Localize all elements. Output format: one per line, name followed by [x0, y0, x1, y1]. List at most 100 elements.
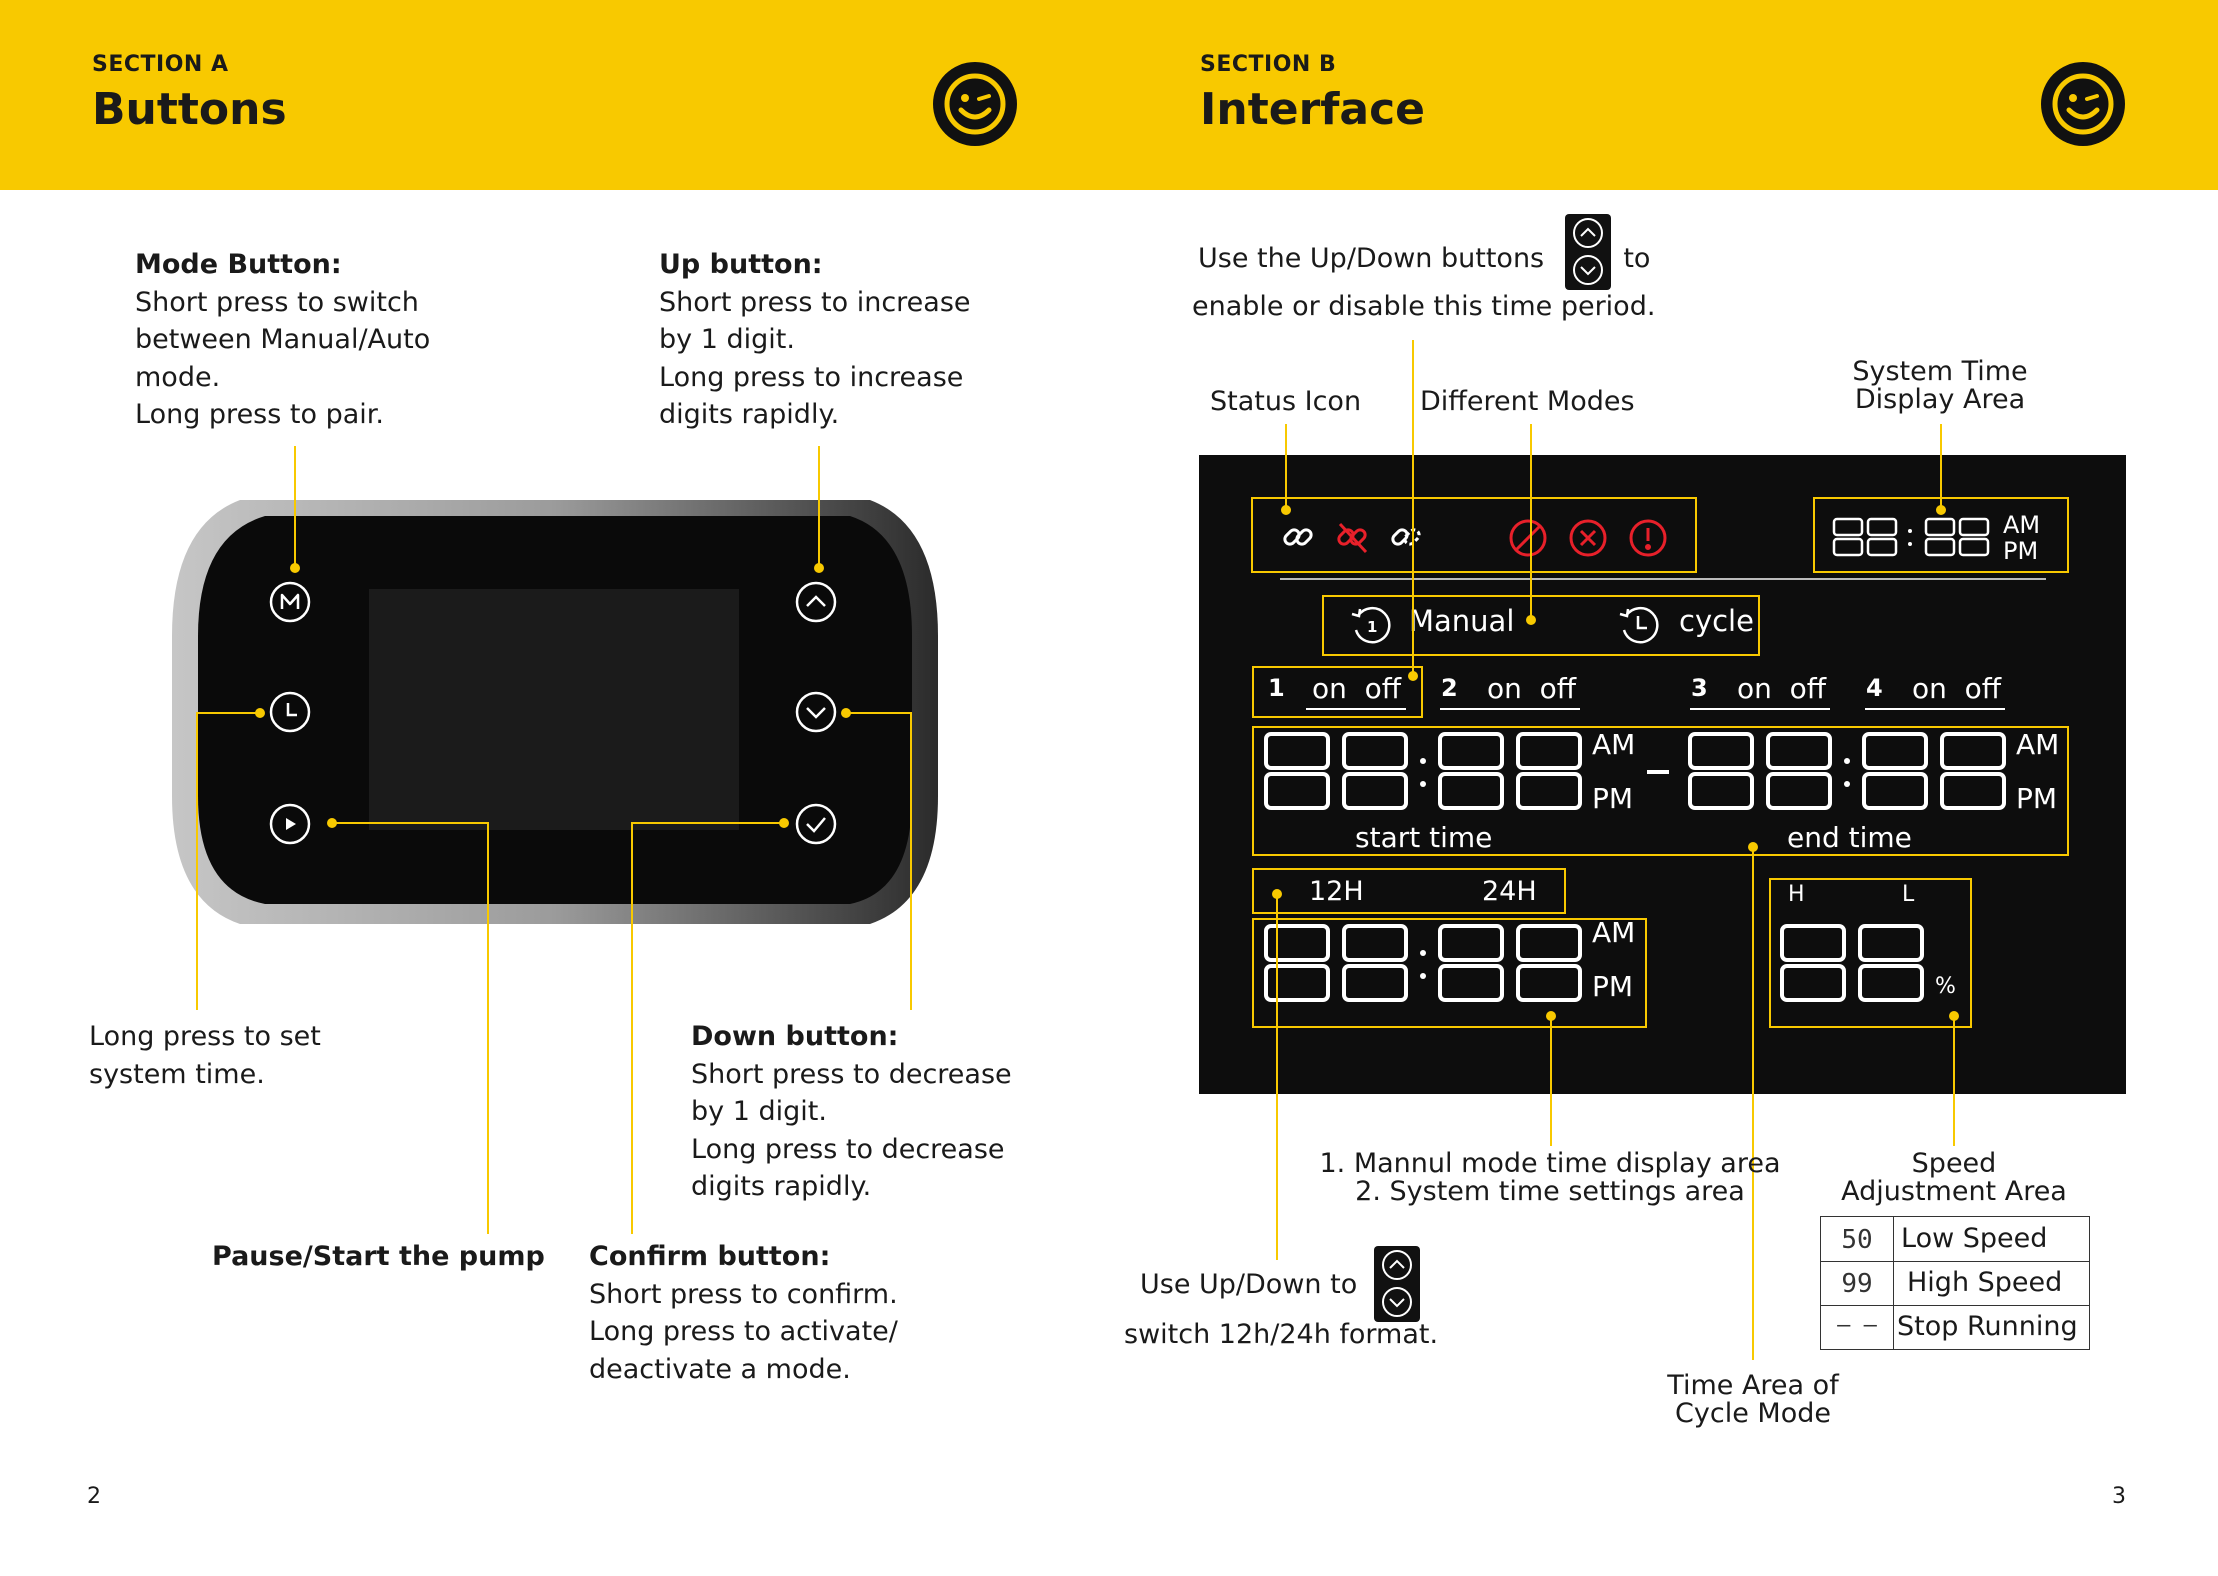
speed-percent-label: %	[1935, 974, 1956, 999]
label-line: Time Area of	[1667, 1370, 1839, 1401]
start-am-label: AM	[1592, 728, 1636, 761]
link-icon	[1283, 528, 1313, 546]
cycle-mode-label: cycle	[1679, 604, 1754, 638]
leader-line	[487, 822, 489, 1234]
leader-line	[910, 712, 912, 1010]
section-a-title: Buttons	[92, 84, 287, 135]
start-time-label: start time	[1355, 821, 1493, 854]
speed-digits	[1780, 924, 1924, 1002]
enable-period-instruction-line2: enable or disable this time period.	[1192, 291, 1656, 322]
speed-area-label: Speed Adjustment Area	[1818, 1150, 2090, 1206]
stop-running-label: Stop Running	[1897, 1311, 2078, 1342]
period-2-toggle: on off	[1487, 672, 1577, 705]
up-button[interactable]	[794, 580, 838, 624]
format-24h-label: 24H	[1482, 876, 1537, 907]
instruction-text: to	[1623, 243, 1651, 274]
status-icon-label: Status Icon	[1210, 386, 1362, 417]
leader-line	[631, 822, 633, 1234]
speed-h-label: H	[1788, 882, 1805, 907]
leader-dot	[1272, 889, 1282, 899]
leader-line	[1940, 424, 1942, 508]
format-12h-label: 12H	[1309, 876, 1364, 907]
leader-line	[332, 822, 489, 824]
leader-line	[1752, 848, 1754, 1360]
leader-dot	[841, 708, 851, 718]
leader-dot	[1526, 615, 1536, 625]
start-time-digits	[1264, 732, 1582, 810]
wink-smiley-icon	[933, 62, 1017, 146]
link-broken-icon	[1337, 522, 1368, 554]
mode-area	[1322, 595, 1760, 656]
system-time-digits	[1832, 517, 1990, 557]
pause-button-description: Pause/Start the pump	[212, 1241, 545, 1272]
leader-line	[294, 446, 296, 566]
manual-pm-label: PM	[1592, 970, 1634, 1003]
label-line: System Time	[1852, 356, 2028, 387]
modes-label: Different Modes	[1420, 386, 1635, 417]
mode-button[interactable]	[268, 580, 312, 624]
period-underline	[1440, 708, 1580, 710]
label-line: Cycle Mode	[1675, 1398, 1831, 1429]
label-line: 2. System time settings area	[1355, 1176, 1745, 1207]
speed-l-label: L	[1902, 882, 1915, 907]
leader-line	[1550, 1016, 1552, 1146]
period-1-box	[1252, 666, 1423, 718]
up-down-buttons-icon	[1565, 214, 1611, 290]
description-line: Long press to pair.	[135, 399, 384, 430]
pause-start-button[interactable]	[268, 802, 312, 846]
warning-icon	[1629, 519, 1667, 557]
description-line: mode.	[135, 361, 221, 393]
confirm-button[interactable]	[794, 802, 838, 846]
status-icon-area	[1251, 497, 1697, 573]
leader-line	[1412, 340, 1414, 674]
clock-button[interactable]	[268, 690, 312, 734]
up-button-title: Up button:	[659, 249, 823, 280]
stop-indicator: – –	[1837, 1313, 1877, 1338]
leader-dot	[255, 708, 265, 718]
cycle-mode-icon	[1619, 606, 1659, 644]
page-number: 3	[2112, 1484, 2126, 1509]
period-4-toggle: on off	[1912, 672, 2002, 705]
end-time-digits	[1688, 732, 2006, 810]
up-button-description: Up button: Short press to increase by 1 …	[659, 246, 971, 434]
leader-line	[631, 822, 784, 824]
label-line: 1. Mannul mode time display area	[1319, 1148, 1781, 1179]
period-1-number: 1	[1268, 674, 1285, 702]
leader-line	[1530, 424, 1532, 618]
down-button[interactable]	[794, 690, 838, 734]
page-number: 2	[87, 1484, 101, 1509]
section-b-label: SECTION B	[1200, 52, 1337, 77]
down-button-title: Down button:	[691, 1021, 899, 1052]
manual-time-area	[1252, 918, 1647, 1028]
divider	[1893, 1217, 1894, 1349]
leader-dot	[1408, 671, 1418, 681]
high-speed-label: High Speed	[1907, 1267, 2063, 1298]
manual-mode-label: Manual	[1409, 604, 1515, 638]
down-button-description: Down button: Short press to decrease by …	[691, 1018, 1012, 1206]
leader-dot	[1281, 505, 1291, 515]
up-down-buttons-icon	[1374, 1246, 1420, 1322]
description-line: Short press to increase	[659, 286, 971, 318]
format-instruction-line2: switch 12h/24h format.	[1124, 1319, 1439, 1350]
clock-button-description: Long press to set system time.	[89, 1018, 321, 1093]
time-format-area	[1252, 868, 1566, 914]
description-line: Long press to decrease	[691, 1133, 1005, 1165]
instruction-text: Use the Up/Down buttons	[1198, 243, 1545, 274]
mode-button-title: Mode Button:	[135, 249, 342, 280]
period-underline	[1865, 708, 2005, 710]
controller-device	[172, 500, 938, 924]
prohibited-icon	[1509, 519, 1547, 557]
leader-line	[1953, 1016, 1955, 1146]
leader-dot	[1949, 1011, 1959, 1021]
leader-line	[846, 712, 912, 714]
manual-area-label: 1. Mannul mode time display area 2. Syst…	[1260, 1150, 1840, 1206]
end-am-label: AM	[2016, 728, 2060, 761]
section-a-label: SECTION A	[92, 52, 229, 77]
system-am-label: AM	[2003, 511, 2041, 539]
speed-legend: 50 Low Speed 99 High Speed – – Stop Runn…	[1820, 1216, 2090, 1350]
system-time-label: System Time Display Area	[1800, 358, 2080, 414]
manual-mode-icon: 1	[1351, 606, 1391, 644]
enable-period-instruction: Use the Up/Down buttons to	[1198, 240, 1650, 278]
description-line: deactivate a mode.	[589, 1353, 851, 1385]
description-line: system time.	[89, 1058, 265, 1090]
